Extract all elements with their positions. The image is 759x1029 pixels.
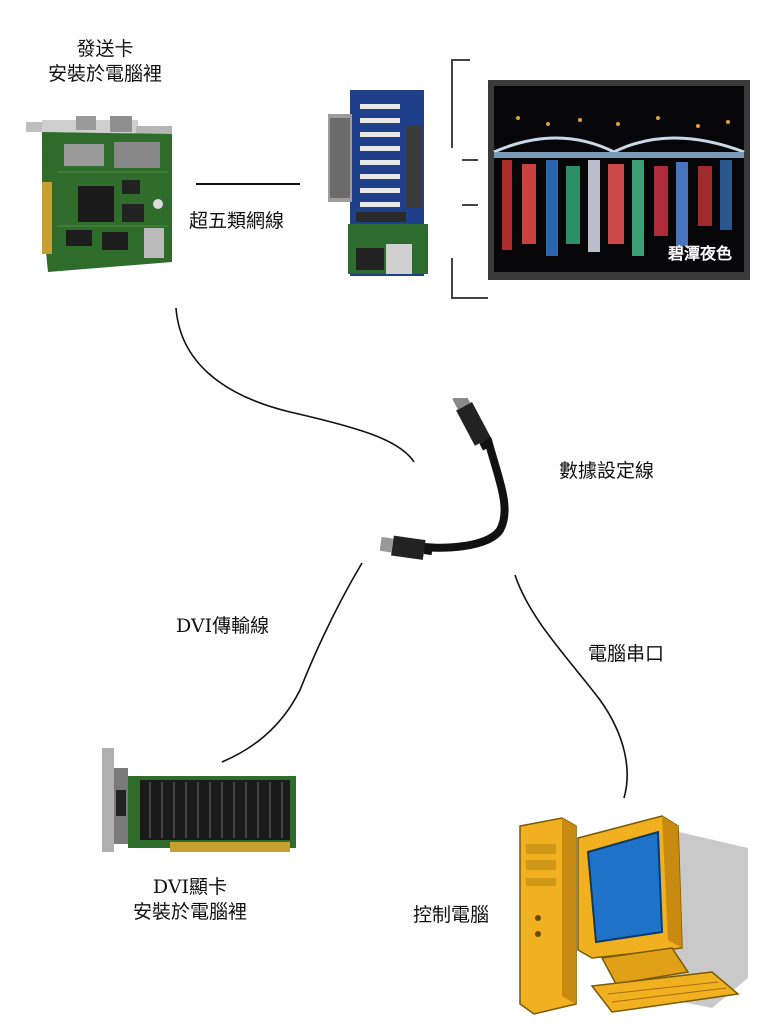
sender-card-title: 發送卡 bbox=[76, 38, 134, 60]
dvi-card-subtitle: 安裝於電腦裡 bbox=[132, 901, 247, 923]
dvi-card-title: DVI顯卡 bbox=[152, 876, 228, 898]
dvi-transfer-curve bbox=[221, 562, 363, 763]
receiver-card-image bbox=[322, 88, 434, 280]
sender-card-subtitle: 安裝於電腦裡 bbox=[47, 63, 162, 85]
led-screen-image: 碧潭夜色 bbox=[488, 80, 750, 280]
screen-caption: 碧潭夜色 bbox=[667, 244, 732, 263]
graphics-card-image bbox=[100, 746, 300, 862]
data-cable-label: 數據設定線 bbox=[559, 460, 655, 482]
serial-port-label: 電腦串口 bbox=[588, 643, 665, 665]
serial-port-curve bbox=[514, 574, 628, 799]
dvi-card-label: DVI顯卡 安裝於電腦裡 bbox=[110, 875, 270, 925]
control-computer-image bbox=[512, 808, 748, 1018]
screen-bracket bbox=[451, 59, 488, 299]
sender-to-cable-curve bbox=[175, 307, 415, 463]
cat5-cable-label: 超五類網線 bbox=[189, 210, 285, 232]
dvi-cable-image bbox=[379, 392, 520, 568]
dvi-cable-label: DVI傳輸線 bbox=[176, 615, 270, 637]
sender-card-image bbox=[18, 112, 176, 276]
sender-card-label: 發送卡 安裝於電腦裡 bbox=[20, 37, 190, 87]
control-pc-label: 控制電腦 bbox=[413, 904, 490, 926]
